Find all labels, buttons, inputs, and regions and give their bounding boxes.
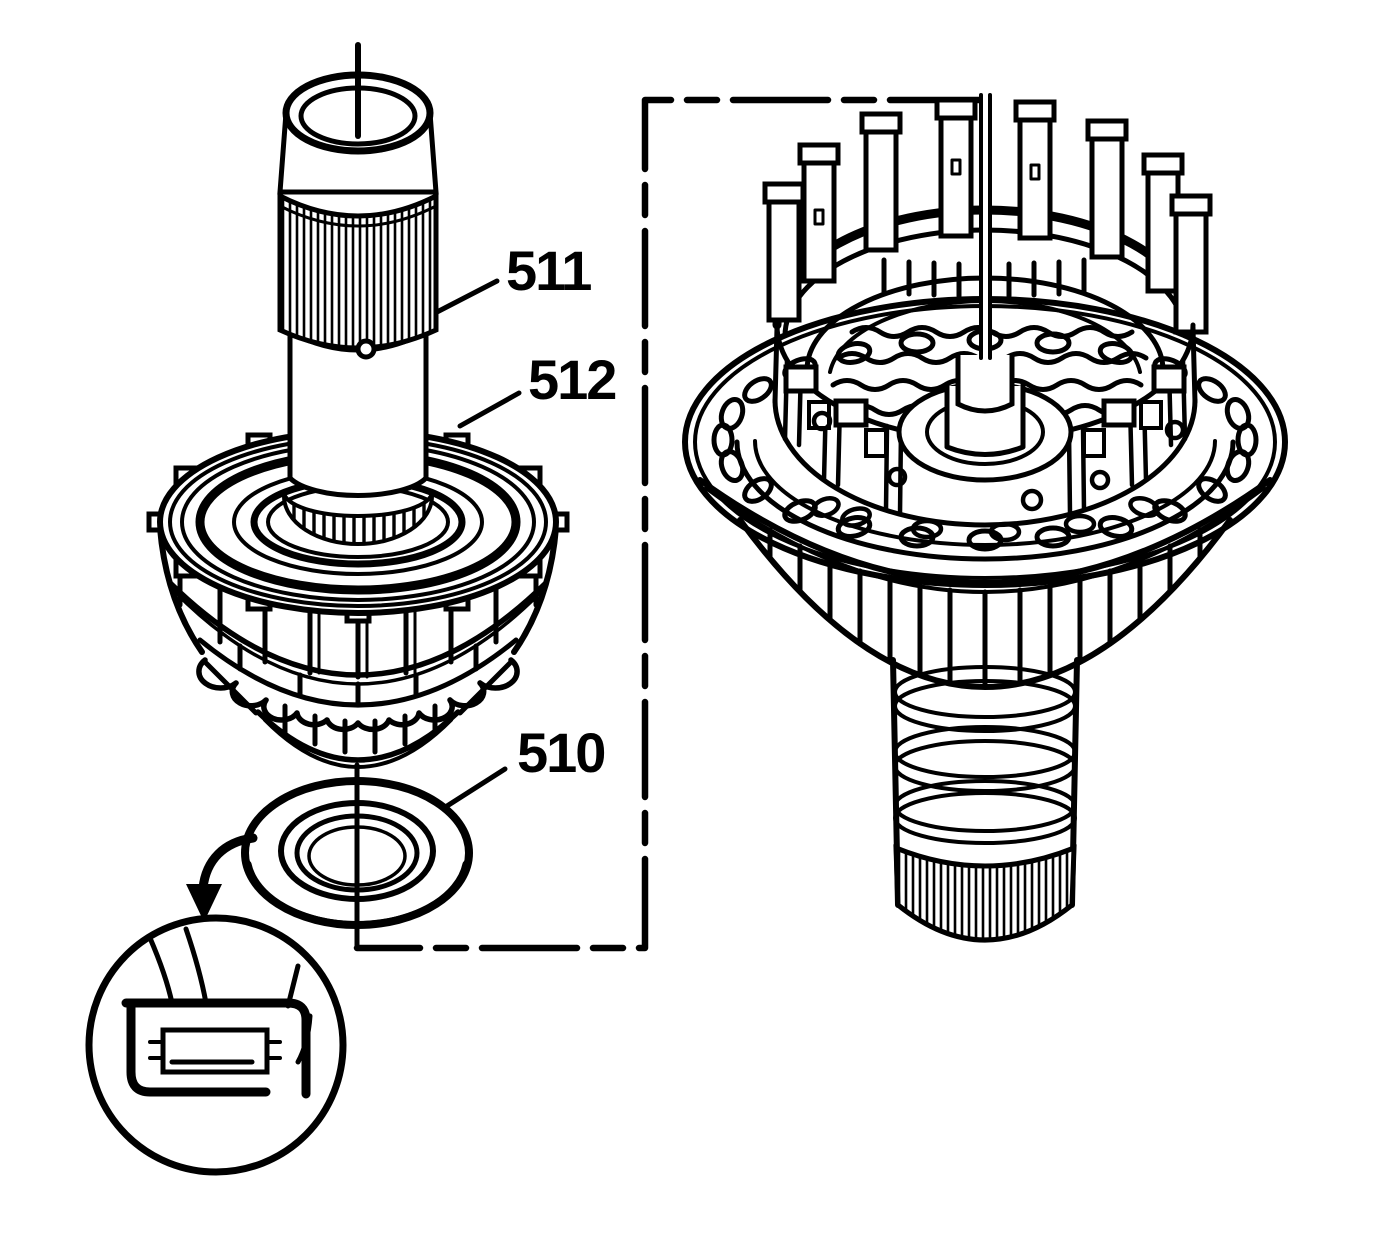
phantom-boundary-line bbox=[353, 96, 989, 952]
left-exploded-assembly bbox=[85, 42, 570, 1176]
drum-scalloped-edge bbox=[196, 657, 520, 733]
seal-elastomer-block bbox=[160, 1027, 270, 1075]
arrowhead-icon bbox=[186, 884, 222, 922]
shaft-base-gear-teeth bbox=[282, 491, 434, 546]
leader-line-511 bbox=[434, 278, 500, 315]
callouts: 511 512 510 bbox=[434, 239, 617, 809]
center-hub bbox=[896, 355, 1074, 483]
seal-cross-section-inset bbox=[85, 914, 347, 1176]
input-shaft-511 bbox=[277, 42, 439, 498]
right-assembled-clutch-drum bbox=[682, 93, 1288, 943]
drum-band-separator bbox=[167, 580, 549, 678]
bell-ribbed-band bbox=[697, 477, 1273, 690]
output-sleeve bbox=[890, 657, 1080, 943]
drum-lower-bands bbox=[157, 525, 559, 769]
right-centerline-rod bbox=[979, 93, 992, 360]
drum-side-walls bbox=[157, 525, 559, 655]
detail-arrow bbox=[186, 833, 258, 922]
shaft-spline-band bbox=[277, 191, 439, 351]
leader-line-512 bbox=[457, 390, 522, 429]
sleeve-spline-band bbox=[893, 844, 1077, 943]
callout-label-510: 510 bbox=[517, 721, 604, 784]
shaft-oil-hole bbox=[355, 338, 377, 360]
callout-label-511: 511 bbox=[506, 239, 591, 302]
back-fingers bbox=[762, 97, 1213, 335]
leader-line-510 bbox=[444, 766, 508, 809]
callout-label-512: 512 bbox=[528, 348, 615, 411]
